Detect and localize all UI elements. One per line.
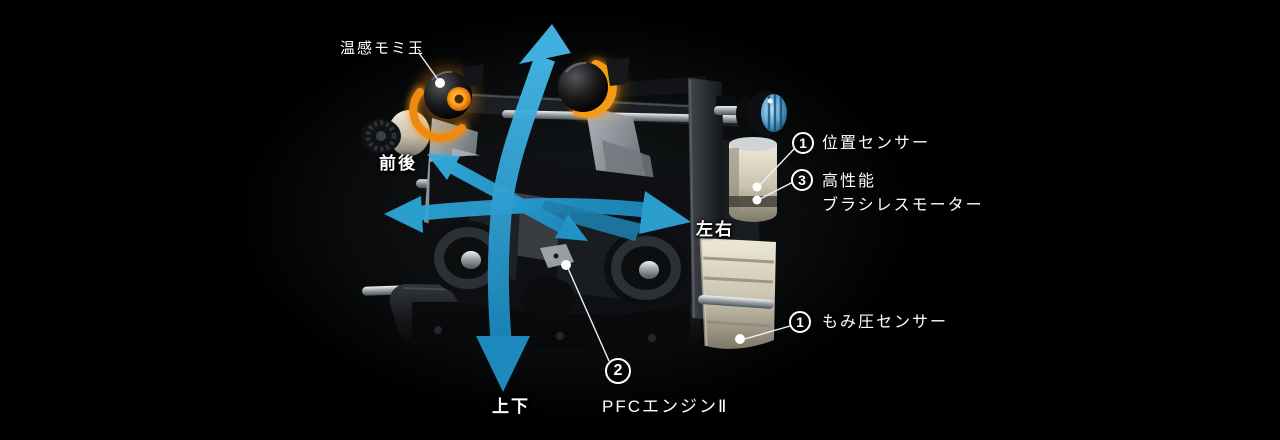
gear-housing bbox=[697, 237, 776, 349]
leader-pressure-sensor bbox=[740, 325, 791, 341]
callout-leaders bbox=[418, 52, 795, 362]
leader-position-sensor bbox=[757, 148, 795, 188]
drive-wheels bbox=[427, 221, 688, 319]
marker-dot-position-sensor bbox=[752, 182, 762, 192]
callout-label: 位置センサー bbox=[822, 135, 931, 152]
callout-label: PFCエンジンⅡ bbox=[602, 397, 729, 416]
marker-dot-pfc-engine bbox=[561, 260, 571, 270]
callout-number-badge: 3 bbox=[791, 169, 813, 191]
callout-number-badge: 2 bbox=[605, 358, 631, 384]
arrow-up-down bbox=[476, 24, 571, 392]
leader-warm-ball bbox=[418, 52, 440, 82]
direction-label-up-down: 上下 bbox=[492, 397, 530, 416]
position-sensor-knob bbox=[714, 91, 787, 135]
leader-brushless-motor bbox=[757, 181, 794, 201]
motion-arrows bbox=[384, 24, 691, 392]
brushless-motor bbox=[729, 137, 777, 222]
direction-label-front-back: 前後 bbox=[379, 154, 417, 173]
direction-label-left-right: 左右 bbox=[696, 220, 734, 239]
callout-marker-dots bbox=[435, 78, 762, 344]
callout-label-line2: ブラシレスモーター bbox=[822, 197, 984, 214]
callout-number-badge: 1 bbox=[789, 311, 811, 333]
callout-label: もみ圧センサー bbox=[822, 314, 949, 331]
marker-dot-brushless-motor bbox=[752, 195, 762, 205]
marker-dot-pressure-sensor bbox=[735, 334, 745, 344]
marker-dot-warm-ball bbox=[435, 78, 445, 88]
callout-label-line1: 高性能 bbox=[822, 173, 877, 190]
leader-pfc-engine bbox=[566, 265, 610, 362]
warm-massage-ball-right bbox=[558, 58, 630, 120]
callout-number-badge: 1 bbox=[792, 132, 814, 154]
warm-massage-ball-label: 温感モミ玉 bbox=[340, 40, 426, 57]
warm-massage-ball-left bbox=[406, 64, 484, 145]
